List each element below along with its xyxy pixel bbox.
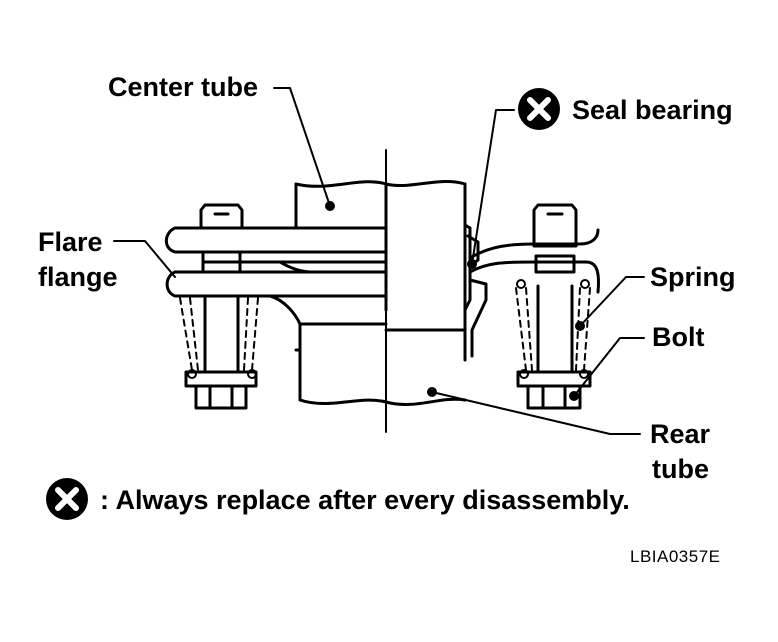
spring-label: Spring	[650, 262, 736, 292]
spring-end-rings	[187, 279, 590, 379]
seal-bearing-label: Seal bearing	[572, 95, 733, 125]
right-spring	[515, 287, 591, 371]
center-tube-label: Center tube	[108, 72, 259, 102]
flare-flange	[164, 226, 388, 326]
leader-dots	[325, 201, 585, 401]
right-flange-plates	[468, 228, 600, 358]
x-circle-icon	[518, 88, 560, 130]
legend-x-circle-icon	[46, 478, 88, 520]
left-spring	[179, 297, 259, 371]
rear-tube-label-line2: tube	[652, 454, 709, 484]
right-bolt	[516, 203, 592, 410]
left-bolt	[184, 203, 258, 410]
figure-code: LBIA0357E	[630, 547, 721, 566]
legend-text: : Always replace after every disassembly…	[100, 485, 630, 515]
bolt-label: Bolt	[652, 322, 705, 352]
rear-tube-label-line1: Rear	[650, 419, 711, 449]
center-tube	[294, 180, 467, 312]
flare-flange-label-line1: Flare	[38, 227, 103, 257]
flare-flange-label-line2: flange	[38, 262, 118, 292]
leader-lines	[113, 87, 645, 435]
